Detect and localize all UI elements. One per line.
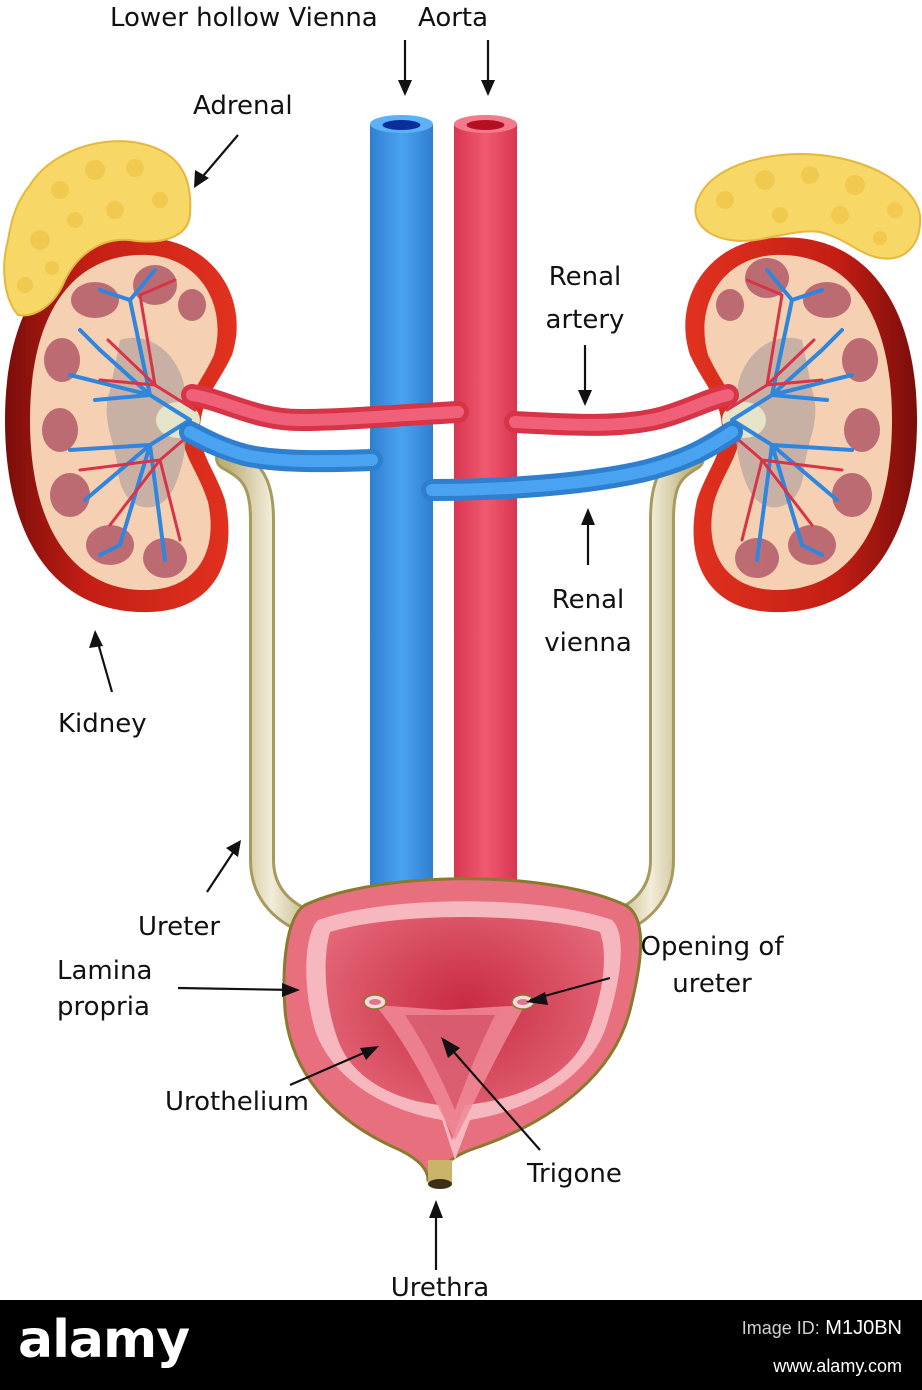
alamy-logo: alamy <box>18 1310 190 1370</box>
renal-arteries <box>181 384 739 436</box>
urinary-bladder <box>282 877 643 1189</box>
urinary-system-diagram: Lower hollow Vienna Aorta Adrenal Renal … <box>3 3 922 1300</box>
label-opening-of-ureter-line1: Opening of <box>641 932 785 962</box>
label-adrenal: Adrenal <box>193 91 293 121</box>
right-kidney <box>685 237 917 613</box>
label-renal-artery-line1: Renal <box>549 262 622 292</box>
label-renal-vienna-line1: Renal <box>552 585 625 615</box>
label-aorta: Aorta <box>418 3 488 33</box>
right-kidney-vessels <box>725 268 854 562</box>
renal-veins <box>179 421 743 501</box>
image-id-label: Image ID: <box>741 1318 820 1338</box>
label-lamina-propria-line2: propria <box>57 992 150 1022</box>
aorta <box>454 115 517 894</box>
label-urothelium: Urothelium <box>165 1087 309 1117</box>
label-trigone: Trigone <box>526 1159 622 1189</box>
label-ureter: Ureter <box>138 912 220 942</box>
right-adrenal-gland <box>694 153 922 260</box>
image-id: Image ID: M1J0BN <box>742 1314 902 1342</box>
label-lower-hollow-vienna: Lower hollow Vienna <box>110 3 378 33</box>
inferior-vena-cava <box>370 115 433 894</box>
label-opening-of-ureter-line2: ureter <box>672 969 752 999</box>
left-kidney <box>5 237 237 613</box>
left-kidney-vessels <box>68 268 197 562</box>
label-arrows <box>89 40 611 1270</box>
left-adrenal-gland <box>3 140 192 317</box>
label-renal-artery-line2: artery <box>546 305 625 335</box>
label-urethra: Urethra <box>391 1273 489 1300</box>
label-renal-vienna-line2: vienna <box>544 628 632 658</box>
stock-footer-bar: alamy Image ID: M1J0BN www.alamy.com <box>0 1300 922 1390</box>
right-ureter <box>597 445 705 938</box>
footer-url: www.alamy.com <box>773 1356 902 1376</box>
left-ureter <box>215 445 328 938</box>
label-kidney: Kidney <box>58 709 147 739</box>
image-id-value: M1J0BN <box>825 1317 902 1339</box>
labels: Lower hollow Vienna Aorta Adrenal Renal … <box>57 3 784 1300</box>
label-lamina-propria-line1: Lamina <box>57 956 152 986</box>
right-kidney-pyramids <box>716 258 880 578</box>
